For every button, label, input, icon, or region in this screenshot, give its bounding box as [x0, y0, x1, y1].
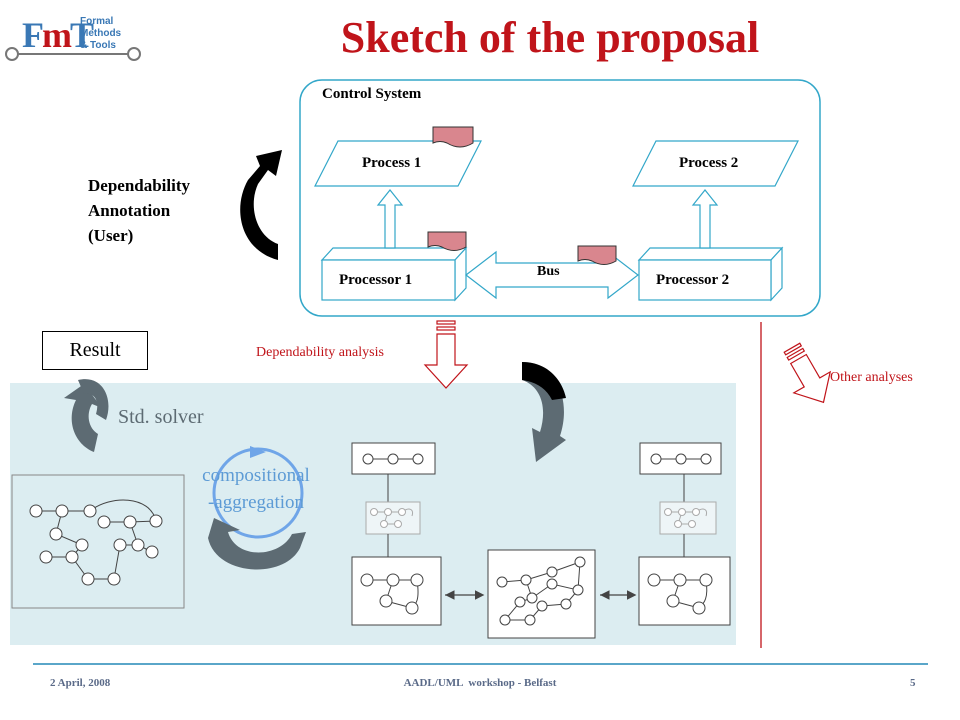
annotation-cycle-arrow	[240, 150, 282, 260]
bus-arrow	[465, 250, 639, 300]
process-2-shape	[632, 140, 799, 187]
dep-annot-line-1: Dependability	[88, 176, 191, 195]
process-1-model	[351, 442, 442, 626]
aggregation-arrow	[208, 518, 306, 570]
process-1-label: Process 1	[362, 155, 422, 171]
dep-annot-line-2: Annotation	[88, 201, 171, 220]
dependability-annotation-label: Dependability Annotation (User)	[88, 173, 190, 248]
dep-annot-line-3: (User)	[88, 226, 134, 245]
logo-line-3: & Tools	[80, 40, 116, 51]
dependability-analysis-arrow	[423, 320, 469, 389]
footer-event: AADL/UML workshop - Belfast	[403, 677, 557, 689]
annotation-note-icon	[427, 231, 467, 251]
processor-1-label: Processor 1	[339, 272, 413, 288]
processor-2-shape	[637, 246, 784, 302]
processor-1-shape	[320, 246, 468, 302]
annotation-note-icon	[577, 245, 617, 265]
compositional-aggregation-label: compositional -aggregation	[186, 462, 326, 516]
binding-arrow-2	[691, 189, 719, 249]
transform-arrow-top	[522, 362, 566, 400]
other-analyses-arrow	[783, 342, 832, 404]
bus-model	[487, 549, 596, 639]
logo-line-2: Methods	[80, 28, 122, 39]
other-analyses-label: Other analyses	[830, 370, 913, 385]
footer-date: 2 April, 2008	[50, 677, 111, 689]
annotation-note-icon	[432, 126, 474, 148]
aggregated-model-graph	[11, 474, 185, 609]
processor-2-label: Processor 2	[656, 272, 730, 288]
footer-page-number: 5	[910, 677, 916, 689]
comp-agg-line-1: compositional	[202, 465, 310, 486]
dependability-analysis-label: Dependability analysis	[256, 345, 384, 360]
logo-line-1: Formal	[80, 16, 114, 27]
control-system-label: Control System	[322, 86, 422, 102]
fmt-logo: FmT Formal Methods & Tools	[4, 10, 154, 66]
comp-agg-line-2: -aggregation	[207, 492, 304, 513]
binding-arrow-1	[376, 189, 404, 249]
logo-mark: FmT	[22, 15, 94, 55]
aggregation-cycle-head	[250, 446, 266, 458]
process-2-label: Process 2	[679, 155, 739, 171]
process-2-model	[638, 442, 731, 626]
solver-arrow	[64, 384, 102, 452]
std-solver-label: Std. solver	[118, 406, 204, 428]
result-box: Result	[42, 331, 148, 370]
bus-label: Bus	[537, 264, 560, 279]
solver-arrow-top	[78, 379, 109, 420]
slide-title: Sketch of the proposal	[340, 13, 760, 62]
logo-text: Formal Methods & Tools	[80, 16, 121, 52]
